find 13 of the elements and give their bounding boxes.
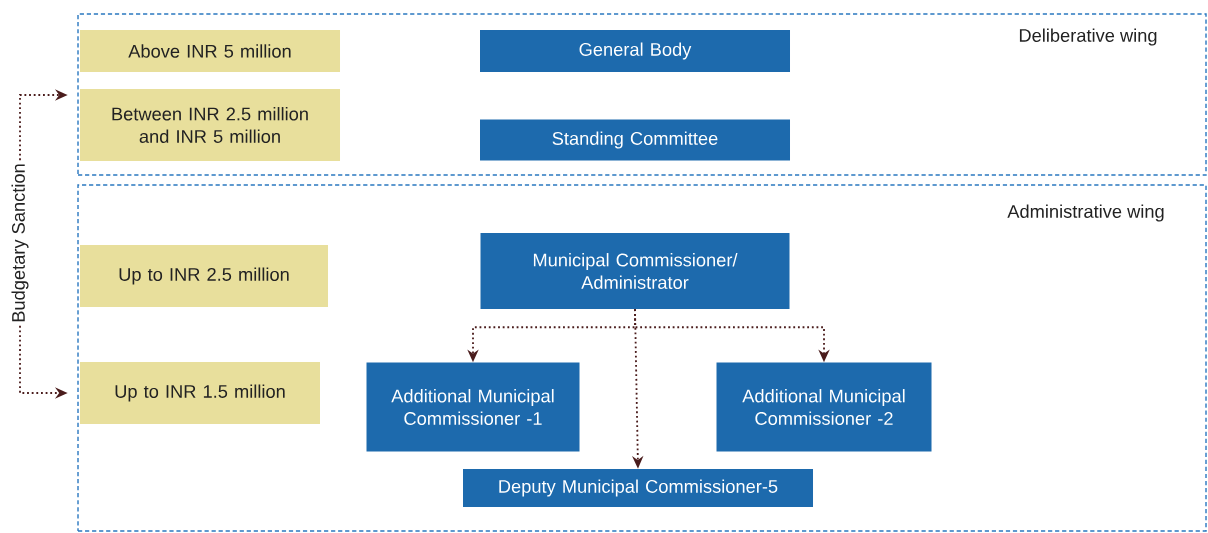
office-box: General Body <box>480 30 790 72</box>
office-box: Municipal Commissioner/ Administrator <box>480 233 790 309</box>
office-box: Standing Committee <box>480 119 790 161</box>
axis-label: Budgetary Sanction <box>8 160 32 326</box>
amount-box: Between INR 2.5 million and INR 5 million <box>80 89 340 161</box>
office-box: Additional Municipal Commissioner -1 <box>366 362 580 452</box>
office-box: Additional Municipal Commissioner -2 <box>716 362 932 452</box>
amount-box: Above INR 5 million <box>80 30 340 72</box>
amount-box: Up to INR 1.5 million <box>80 362 320 424</box>
section-heading: Administrative wing <box>1007 204 1164 222</box>
office-box: Deputy Municipal Commissioner-5 <box>463 469 813 507</box>
amount-box: Up to INR 2.5 million <box>80 245 328 307</box>
section-heading: Deliberative wing <box>1019 28 1157 46</box>
